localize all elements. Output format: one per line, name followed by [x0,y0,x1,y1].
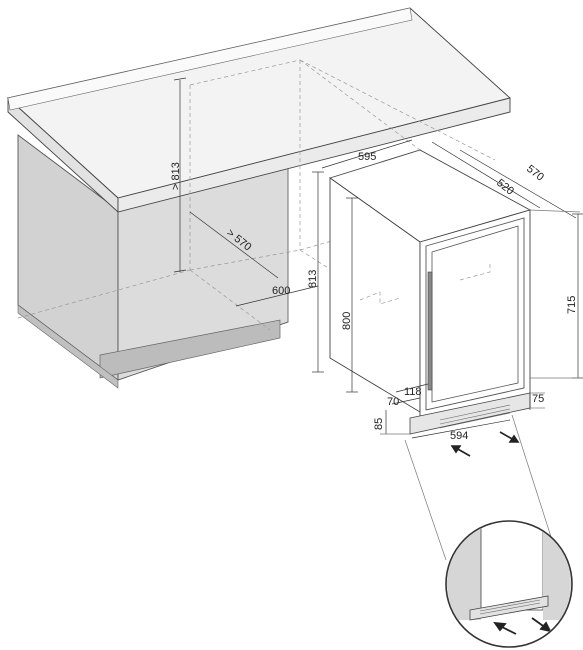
dim-niche-height-min: > 813 [170,162,182,190]
dim-appliance-depth-total: 570 [524,163,546,184]
door-handle [427,271,433,391]
airflow-arrows [450,431,520,457]
dim-plinth-offset: 118 [404,386,422,398]
worktop [7,7,511,214]
dim-plinth-height: 85 [373,418,385,430]
dim-niche-height: 813 [307,270,319,288]
dim-appliance-width: 595 [358,151,376,163]
wine-cooler [328,149,532,435]
dim-appliance-height: 800 [341,312,353,330]
dim-plinth-depth: 70 [387,396,399,408]
callout-lines [404,414,553,561]
dim-door-height: 715 [566,296,578,314]
dimension-lines [173,77,583,439]
dim-grille-height: 75 [532,393,544,405]
detail-magnifier [445,520,573,648]
dim-niche-width: 600 [272,285,290,297]
adjacent-cabinet [17,134,289,389]
dim-grille-width: 594 [450,430,468,442]
